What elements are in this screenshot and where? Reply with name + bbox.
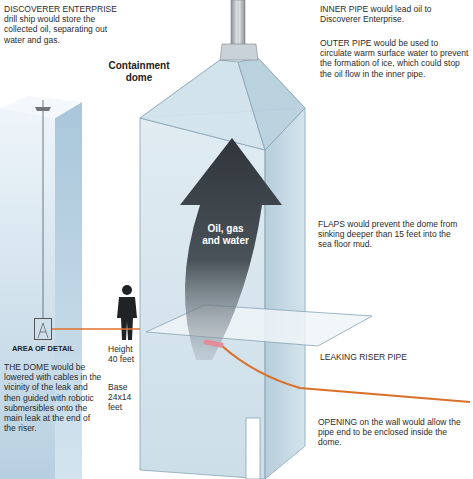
callout-text: FLAPS would prevent the dome from sinkin… [318, 219, 466, 250]
callout-text: THE DOME would be lowered with cables in… [4, 362, 104, 433]
callout-text: INNER PIPE would lead oil to Discoverer … [320, 4, 470, 24]
flow-label: Oil, gas and water [198, 223, 253, 247]
person-head [122, 285, 132, 295]
leader-line [52, 328, 140, 329]
dimension-label: Base 24x14 feet [108, 382, 139, 413]
detail-box: AREA OF DETAIL [34, 318, 52, 340]
dome-flaps [146, 305, 372, 346]
lowering-cable [43, 111, 44, 318]
inner-outer-pipe [231, 0, 245, 48]
ship-mast [43, 100, 44, 107]
dimension-label: Height 40 feet [108, 344, 139, 364]
part-name: Containment dome [100, 60, 178, 84]
inset-label: AREA OF DETAIL [12, 344, 74, 353]
mini-dome-icon [38, 323, 48, 338]
flow-arrow [180, 138, 282, 360]
wall-opening [246, 418, 260, 479]
containment-dome: Containment domeOil, gas and water [140, 45, 305, 479]
part-name: LEAKING RISER PIPE [320, 352, 460, 362]
dome-roof-side [238, 58, 305, 150]
callout-text: DISCOVERER ENTERPRISE drill ship would s… [4, 4, 122, 45]
pipe-collar [220, 44, 258, 60]
ship-icon [35, 107, 51, 111]
riser-pipe-end [206, 342, 221, 345]
inner-pipe-line [238, 0, 239, 46]
callout-text: OUTER PIPE would be used to circulate wa… [320, 38, 470, 79]
dome-side-wall [265, 108, 305, 479]
riser-pipe [222, 346, 470, 402]
callout-text: OPENING on the wall would allow the pipe… [318, 417, 468, 448]
person-silhouette [117, 297, 137, 340]
sea-column-top [0, 96, 82, 118]
